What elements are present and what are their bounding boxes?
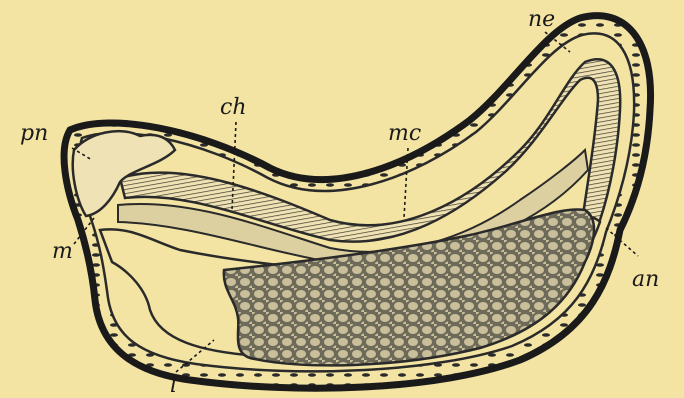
label-mc: mc bbox=[388, 121, 421, 146]
label-ne: ne bbox=[528, 7, 555, 32]
label-ch: ch bbox=[220, 95, 247, 120]
label-pn: pn bbox=[20, 121, 48, 146]
label-l: l bbox=[170, 373, 177, 398]
label-m: m bbox=[52, 239, 73, 264]
label-an: an bbox=[632, 267, 659, 292]
